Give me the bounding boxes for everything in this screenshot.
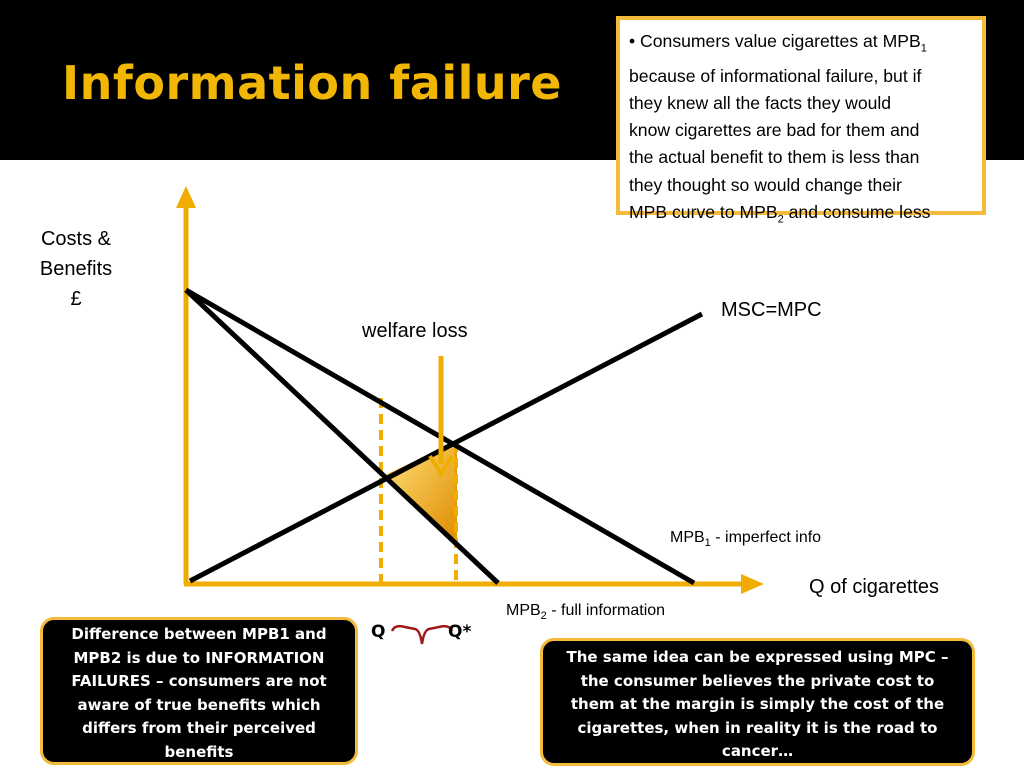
note-line: differs from their perceived bbox=[82, 719, 316, 737]
note-line: aware of true benefits which bbox=[77, 695, 321, 714]
note-line: benefits bbox=[164, 742, 234, 761]
mpb1-label-text: - imperfect info bbox=[710, 529, 822, 546]
y-axis-label-line: £ bbox=[70, 288, 82, 310]
info-line: because of informational failure, but if bbox=[629, 65, 922, 86]
note-line: cancer… bbox=[721, 742, 794, 760]
y-axis-label-line: Costs & bbox=[40, 228, 112, 250]
page-title: Information failure bbox=[62, 56, 562, 110]
mpb2-curve bbox=[184, 288, 500, 585]
welfare-loss-label: welfare loss bbox=[362, 320, 468, 342]
info-line: MPB curve to MPB2 and consume less bbox=[629, 199, 976, 234]
y-axis-label-line: Benefits bbox=[39, 258, 113, 280]
note-line: the consumer believes the private cost t… bbox=[580, 671, 935, 690]
x-axis-arrow bbox=[741, 574, 764, 594]
y-axis-arrow bbox=[176, 186, 196, 208]
mpb2-label-text: MPB bbox=[506, 602, 541, 619]
msc-mpc-curve bbox=[188, 311, 704, 584]
note-line: MPB2 is due to INFORMATION bbox=[73, 648, 325, 667]
left-note-box: Difference between MPB1 and MPB2 is due … bbox=[40, 617, 358, 765]
mpb1-label: MPB1 - imperfect info bbox=[670, 529, 821, 549]
note-line: them at the margin is simply the cost of… bbox=[570, 695, 945, 713]
q-label: Q bbox=[371, 622, 386, 642]
note-line: cigarettes, when in reality it is the ro… bbox=[577, 718, 938, 737]
info-line: the actual benefit to them is less than bbox=[629, 147, 920, 168]
info-subscript: 1 bbox=[920, 42, 927, 55]
mpb1-label-subscript: 1 bbox=[704, 537, 711, 550]
right-note-box: The same idea can be expressed using MPC… bbox=[540, 638, 975, 766]
q-star-label: Q* bbox=[448, 622, 472, 642]
mpb1-label-text: MPB bbox=[670, 529, 705, 546]
welfare-loss-area bbox=[384, 440, 457, 544]
mpb2-label-subscript: 2 bbox=[540, 610, 547, 623]
info-line: they thought so would change their bbox=[629, 174, 902, 195]
mpb2-label: MPB2 - full information bbox=[506, 602, 665, 622]
info-line: they knew all the facts they would bbox=[629, 92, 892, 113]
x-axis-label: Q of cigarettes bbox=[809, 576, 940, 598]
note-line: The same idea can be expressed using MPC… bbox=[566, 648, 949, 666]
info-box: • Consumers value cigarettes at MPB1 bec… bbox=[616, 16, 986, 225]
mpb2-label-text: - full information bbox=[546, 602, 666, 619]
welfare-loss-arrow-head bbox=[428, 454, 454, 478]
info-subscript: 2 bbox=[777, 213, 784, 226]
y-axis-label: Costs & Benefits £ bbox=[30, 224, 122, 314]
info-line: • Consumers value cigarettes at MPB1 bbox=[629, 28, 976, 63]
quantity-brace bbox=[390, 624, 454, 645]
note-line: Difference between MPB1 and bbox=[71, 625, 327, 643]
info-line: know cigarettes are bad for them and bbox=[629, 120, 920, 141]
info-text: • Consumers value cigarettes at MPB bbox=[629, 31, 921, 51]
info-text: and consume less bbox=[783, 201, 931, 222]
note-line: FAILURES – consumers are not bbox=[71, 672, 327, 690]
info-text: MPB curve to MPB bbox=[629, 201, 778, 222]
msc-mpc-label: MSC=MPC bbox=[721, 299, 822, 321]
